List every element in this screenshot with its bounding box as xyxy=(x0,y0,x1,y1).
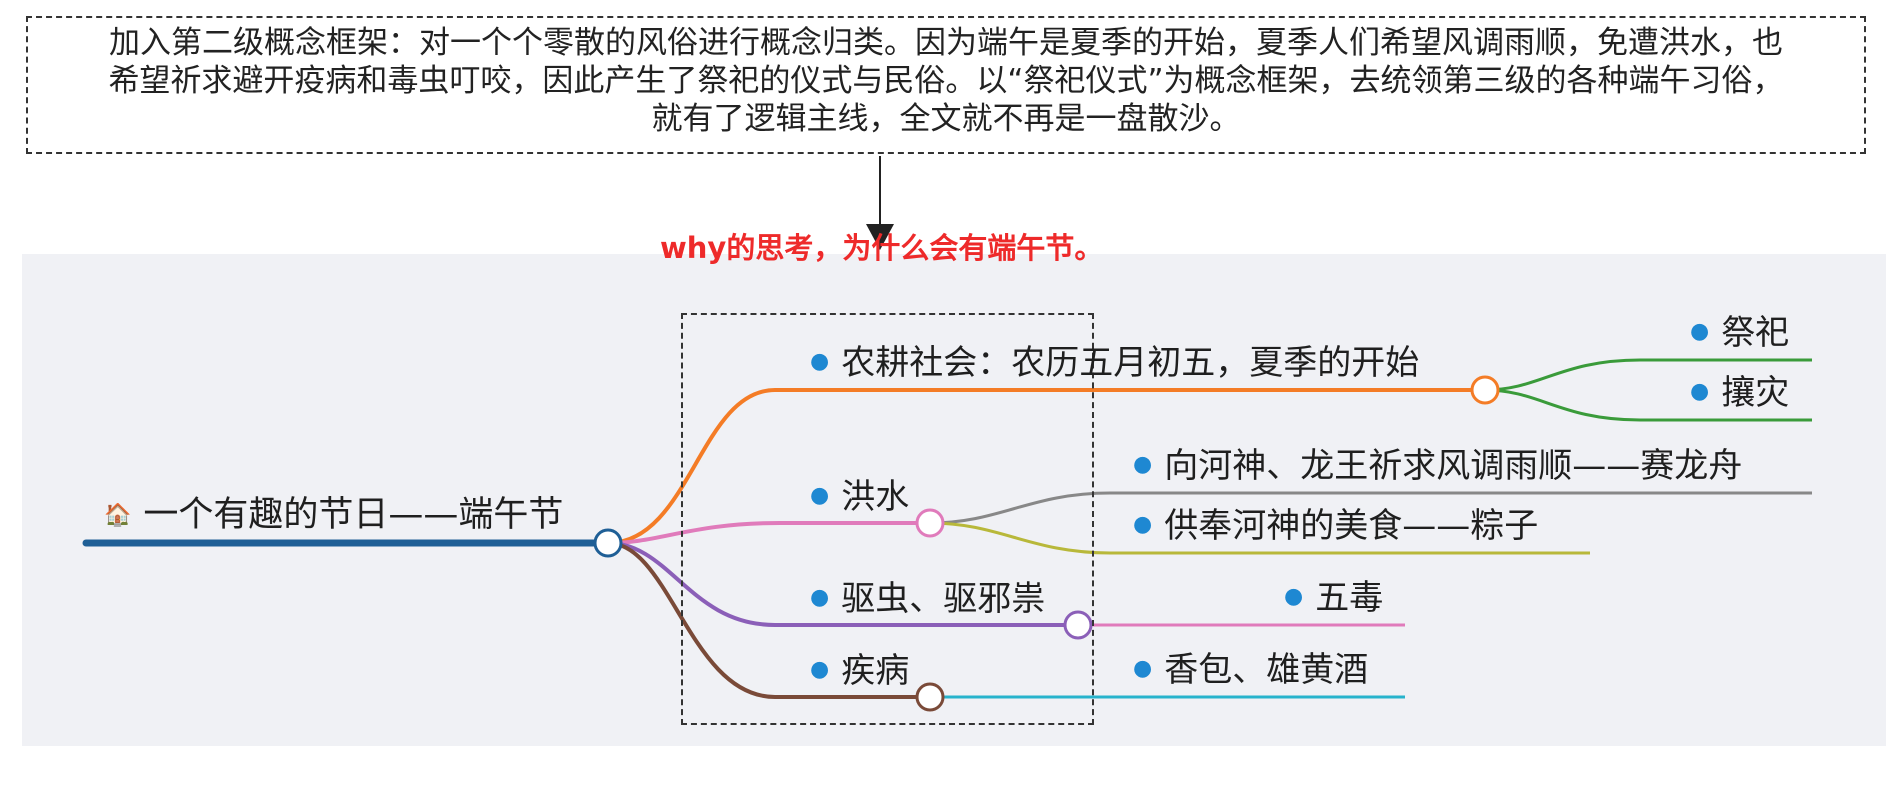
bullet-icon: ● xyxy=(1133,656,1153,681)
leaf-node-label: 五毒 xyxy=(1315,578,1384,618)
branch-4-connector xyxy=(607,541,930,699)
second-level-group-box xyxy=(681,313,1094,725)
bullet-icon: ● xyxy=(810,349,830,374)
leaf-node-label: 攘灾 xyxy=(1721,373,1790,413)
leaf-node-label: 香包、雄黄酒 xyxy=(1164,650,1369,690)
bullet-icon: ● xyxy=(1133,452,1153,477)
bullet-icon: ● xyxy=(1284,584,1304,609)
root-collapse-circle xyxy=(593,528,623,558)
leaf-node-sachet-realgar[interactable]: ● 香包、雄黄酒 xyxy=(1133,650,1368,695)
why-label: why的思考，为什么会有端午节。 xyxy=(660,231,1104,265)
leaf-node-ward-off-disaster[interactable]: ● 攘灾 xyxy=(1690,373,1789,418)
arrow-head-icon xyxy=(866,224,894,250)
leaf-node-label: 祭祀 xyxy=(1721,313,1790,353)
leaf-node-sacrifice[interactable]: ● 祭祀 xyxy=(1690,313,1789,358)
bullet-icon: ● xyxy=(810,585,830,610)
branch-1-connector xyxy=(607,388,1485,545)
leaf-node-zongzi[interactable]: ● 供奉河神的美食——粽子 xyxy=(1133,506,1538,551)
branch-node-label: 农耕社会：农历五月初五，夏季的开始 xyxy=(841,343,1420,383)
branch-node-label: 驱虫、驱邪祟 xyxy=(841,579,1046,619)
child-1-2-connector xyxy=(1484,388,1812,422)
branch-2-connector xyxy=(607,521,930,545)
branch-node-flood[interactable]: ● 洪水 xyxy=(810,477,909,522)
bullet-icon: ● xyxy=(810,483,830,508)
child-1-1-connector xyxy=(1484,358,1812,392)
root-node[interactable]: 🏠 一个有趣的节日——端午节 xyxy=(104,495,563,540)
annotation-line-2: 希望祈求避开疫病和毒虫叮咬，因此产生了祭祀的仪式与民俗。以“祭祀仪式”为概念框架… xyxy=(108,63,1784,99)
branch-3-connector xyxy=(607,541,1078,627)
branch-2-collapse-circle xyxy=(915,508,945,538)
root-node-label: 一个有趣的节日——端午节 xyxy=(143,495,564,535)
branch-node-insects[interactable]: ● 驱虫、驱邪祟 xyxy=(810,579,1045,624)
bullet-icon: ● xyxy=(810,657,830,682)
leaf-node-label: 向河神、龙王祈求风调雨顺——赛龙舟 xyxy=(1164,446,1743,486)
annotation-line-3: 就有了逻辑主线，全文就不再是一盘散沙。 xyxy=(651,101,1241,137)
leaf-node-five-poisons[interactable]: ● 五毒 xyxy=(1284,578,1383,623)
leaf-node-dragon-boat[interactable]: ● 向河神、龙王祈求风调雨顺——赛龙舟 xyxy=(1133,446,1742,491)
annotation-line-1: 加入第二级概念框架：对一个个零散的风俗进行概念归类。因为端午是夏季的开始，夏季人… xyxy=(109,25,1783,61)
bullet-icon: ● xyxy=(1690,379,1710,404)
branch-3-collapse-circle xyxy=(1063,610,1093,640)
child-2-1-connector xyxy=(929,491,1812,525)
mindmap-canvas xyxy=(22,254,1886,746)
bullet-icon: ● xyxy=(1133,512,1153,537)
annotation-note-box: 加入第二级概念框架：对一个个零散的风俗进行概念归类。因为端午是夏季的开始，夏季人… xyxy=(26,16,1866,154)
bullet-icon: ● xyxy=(1690,319,1710,344)
child-2-2-connector xyxy=(929,521,1590,555)
branch-node-agriculture[interactable]: ● 农耕社会：农历五月初五，夏季的开始 xyxy=(810,343,1419,388)
branch-4-collapse-circle xyxy=(915,682,945,712)
branch-node-label: 疾病 xyxy=(841,651,910,691)
branch-node-label: 洪水 xyxy=(841,477,910,517)
house-icon: 🏠 xyxy=(104,503,132,528)
leaf-node-label: 供奉河神的美食——粽子 xyxy=(1164,506,1539,546)
branch-node-disease[interactable]: ● 疾病 xyxy=(810,651,909,696)
branch-1-collapse-circle xyxy=(1470,375,1500,405)
